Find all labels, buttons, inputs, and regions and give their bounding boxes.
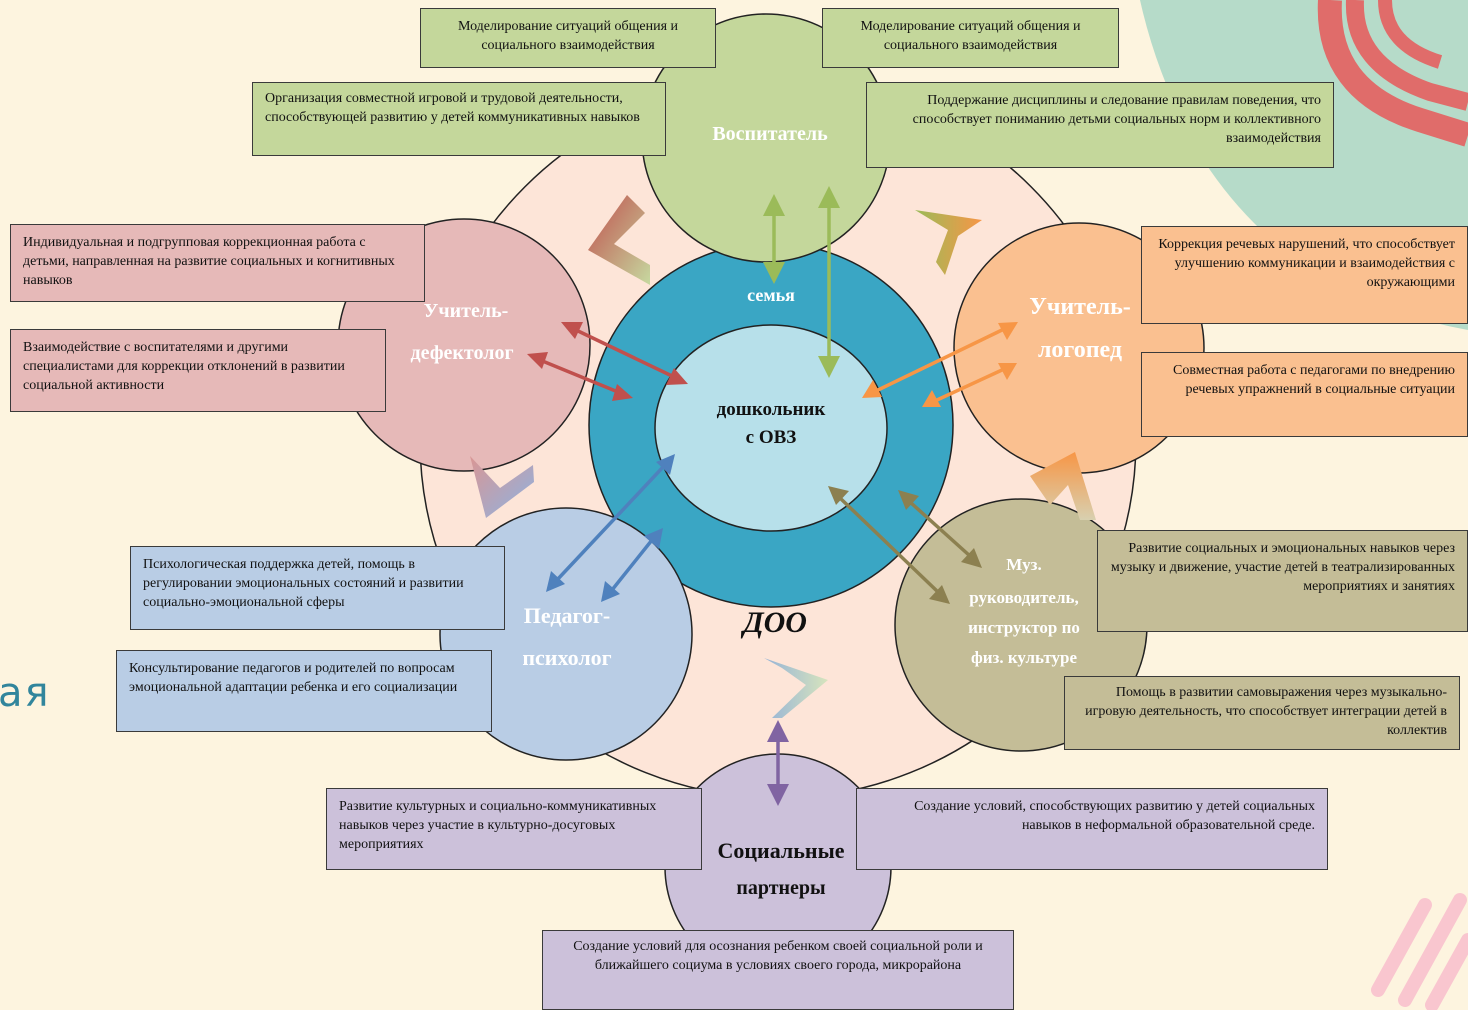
defectologist-box-2: Взаимодействие с воспитателями и другими… (10, 329, 386, 412)
chevron-icon (915, 210, 982, 275)
social-partners-label: Социальные (717, 838, 844, 863)
family-label: семья (747, 285, 795, 305)
educator-box-2: Моделирование ситуаций общения и социаль… (822, 8, 1119, 68)
child-label: с ОВЗ (746, 427, 797, 448)
psychologist-box-1: Психологическая поддержка детей, помощь … (130, 546, 505, 630)
doo-label: ДОО (740, 606, 807, 639)
arrow-educator-child (818, 186, 840, 378)
music-director-label: руководитель, (969, 588, 1079, 607)
educator-box-4: Поддержание дисциплины и следование прав… (866, 82, 1334, 168)
arrow-defectologist-child (527, 322, 688, 401)
arrow-psychologist-child (546, 454, 675, 602)
psychologist-label: психолог (522, 645, 611, 670)
child-label: дошкольник (717, 399, 826, 420)
speech-therapist-label: логопед (1038, 337, 1122, 363)
psychologist-label: Педагог- (524, 603, 610, 628)
music-director-label: Муз. (1006, 555, 1041, 574)
psychologist-box-2: Консультирование педагогов и родителей п… (116, 650, 492, 732)
music-director-box-2: Помощь в развитии самовыражения через му… (1064, 676, 1460, 750)
educator-label: Воспитатель (712, 123, 828, 145)
chevron-icon (764, 658, 828, 718)
arrow-social-partners-doo (767, 720, 789, 806)
music-director-label: инструктор по (968, 618, 1080, 637)
arrow-music-child (828, 486, 982, 604)
social-partners-label: партнеры (736, 877, 826, 899)
background-text-fragment: ая (0, 670, 51, 716)
chevron-icon (1030, 452, 1096, 520)
defectologist-label: дефектолог (410, 342, 513, 364)
chevron-icon (470, 456, 534, 518)
chevron-icon (588, 195, 650, 285)
educator-box-1: Моделирование ситуаций общения и социаль… (420, 8, 716, 68)
decorative-stripes (1371, 893, 1468, 1010)
defectologist-box-1: Индивидуальная и подгрупповая коррекцион… (10, 224, 425, 302)
social-partners-box-2: Создание условий, способствующих развити… (856, 788, 1328, 870)
speech-therapist-box-1: Коррекция речевых нарушений, что способс… (1141, 226, 1468, 324)
music-director-label: физ. культуре (971, 648, 1077, 667)
defectologist-label: Учитель- (424, 300, 509, 322)
speech-therapist-box-2: Совместная работа с педагогами по внедре… (1141, 352, 1468, 437)
arrow-speech-child (862, 322, 1018, 407)
speech-therapist-label: Учитель- (1029, 294, 1131, 320)
music-director-box-1: Развитие социальных и эмоциональных навы… (1097, 530, 1468, 632)
social-partners-box-1: Развитие культурных и социально-коммуник… (326, 788, 702, 870)
educator-box-3: Организация совместной игровой и трудово… (252, 82, 666, 156)
arrow-educator-family (763, 194, 785, 284)
social-partners-box-3: Создание условий для осознания ребенком … (542, 930, 1014, 1010)
